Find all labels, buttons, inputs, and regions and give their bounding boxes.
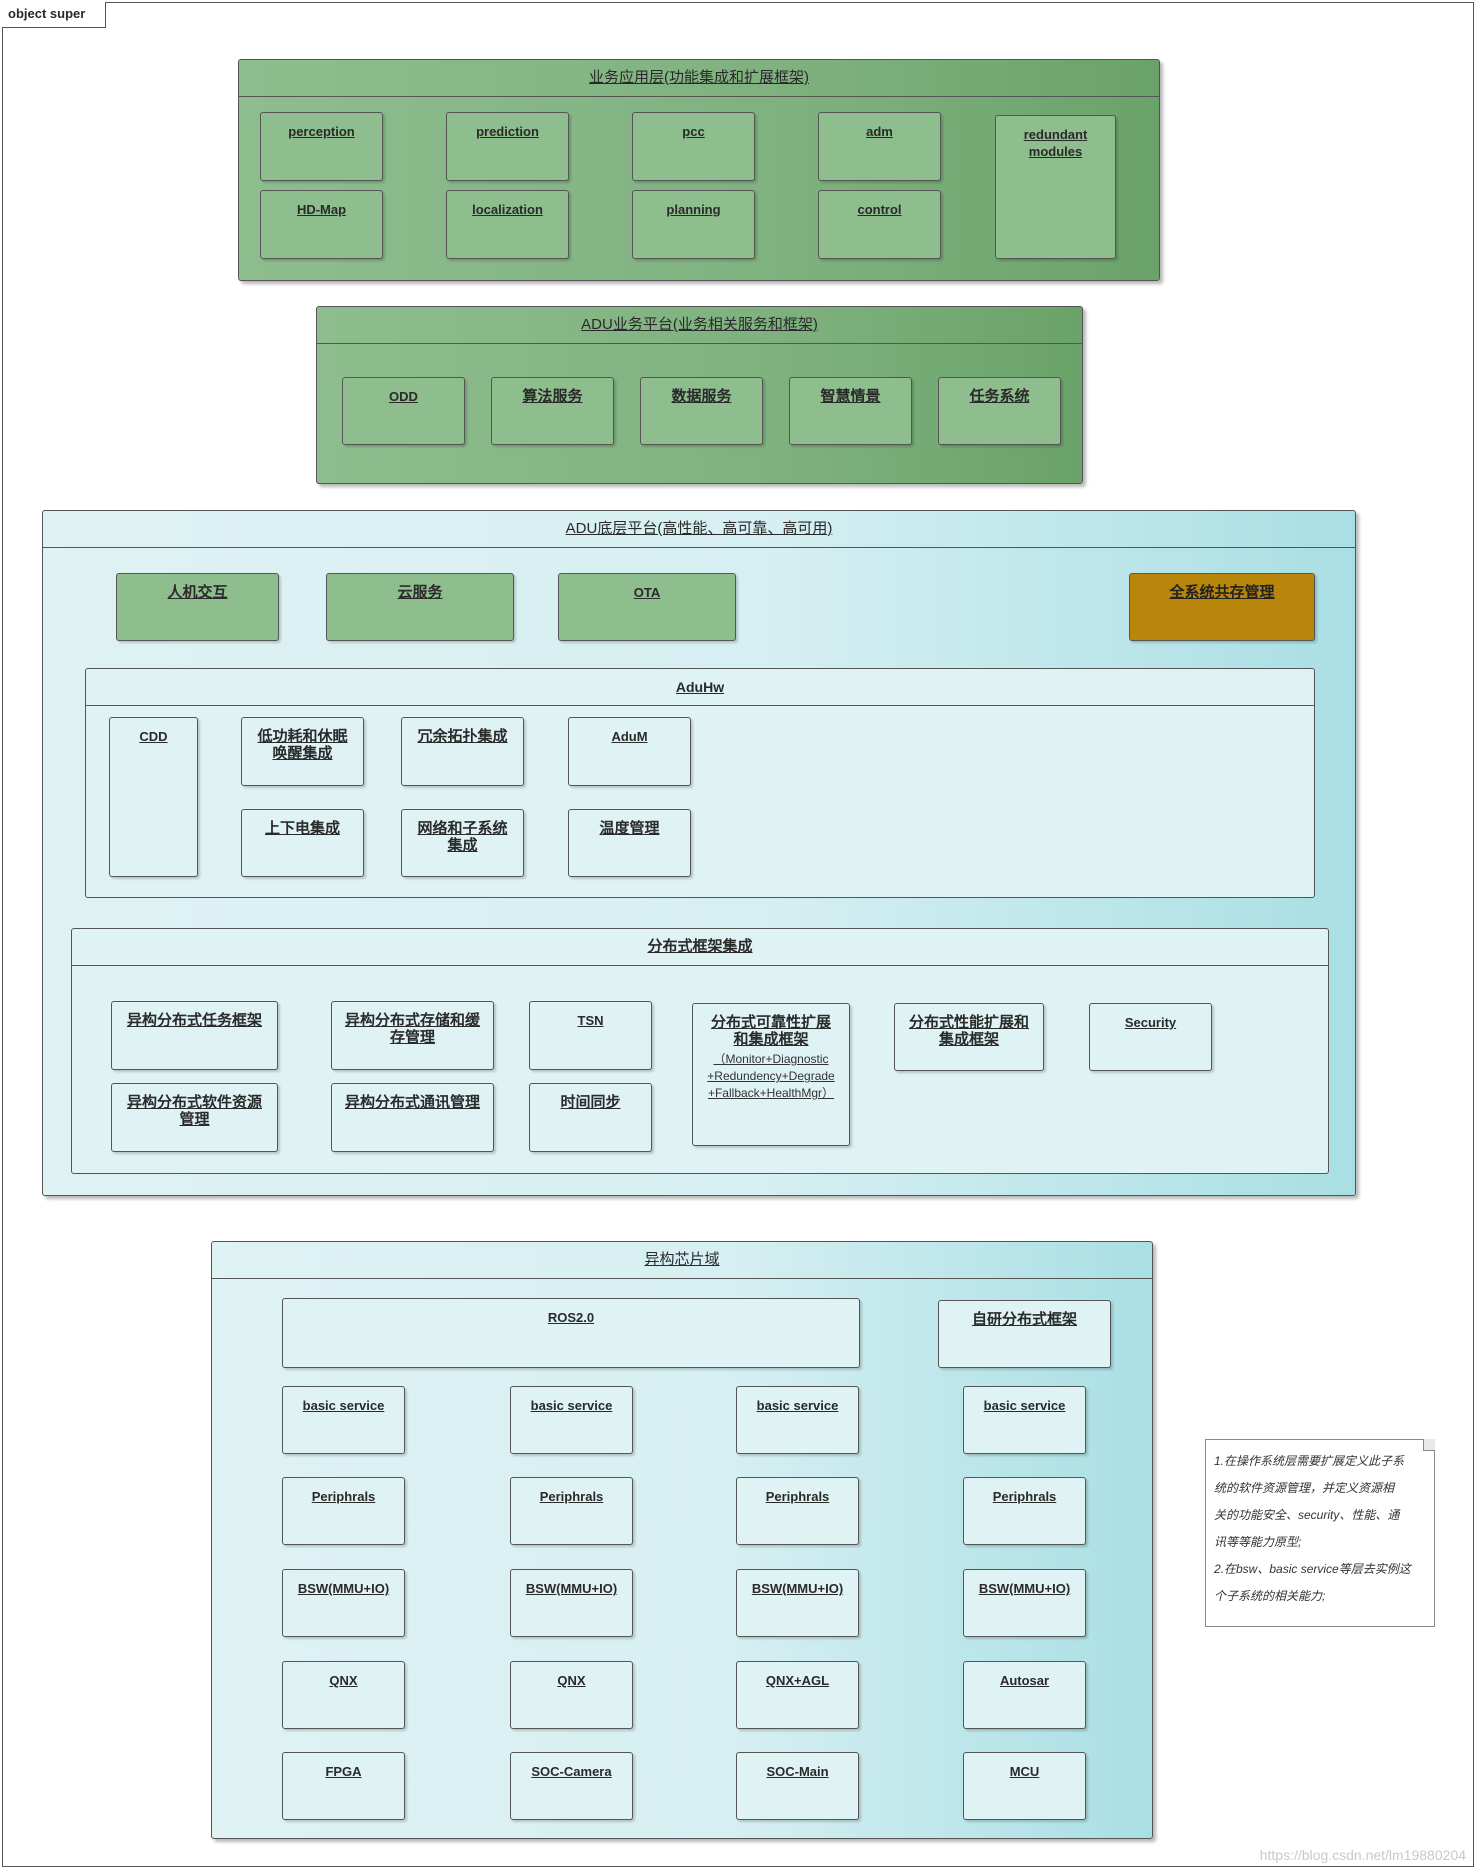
aduhw-item-low-power[interactable]: 低功耗和休眠 唤醒集成 [241,717,364,786]
dist-item-communication[interactable]: 异构分布式通讯管理 [331,1083,494,1152]
ros2-box[interactable]: ROS2.0 [282,1298,860,1368]
platform-item-task-system[interactable]: 任务系统 [938,377,1061,445]
aduhw-item-redundant-topology[interactable]: 冗余拓扑集成 [401,717,524,786]
app-item-perception[interactable]: perception [260,112,383,181]
chip-c2-hardware[interactable]: SOC-Camera [510,1752,633,1820]
chip-c2-basic-service[interactable]: basic service [510,1386,633,1454]
chip-c4-hardware[interactable]: MCU [963,1752,1086,1820]
dist-reliability-detail: （Monitor+Diagnostic +Redundency+Degrade … [707,1052,835,1100]
note-line: 讯等等能力原型; [1214,1535,1302,1549]
self-dist-framework-box[interactable]: 自研分布式框架 [938,1300,1111,1368]
note-box: 1.在操作系统层需要扩展定义此子系 统的软件资源管理，并定义资源相 关的功能安全… [1205,1439,1435,1627]
dist-item-tsn[interactable]: TSN [529,1001,652,1070]
app-item-hd-map[interactable]: HD-Map [260,190,383,259]
note-line: 统的软件资源管理，并定义资源相 [1214,1481,1395,1495]
base-item-hmi[interactable]: 人机交互 [116,573,279,641]
platform-item-smart-scene[interactable]: 智慧情景 [789,377,912,445]
aduhw-title: AduHw [86,669,1314,706]
distributed-framework-title: 分布式框架集成 [72,929,1328,966]
app-layer-title: 业务应用层(功能集成和扩展框架) [239,60,1159,97]
chip-c4-bsw[interactable]: BSW(MMU+IO) [963,1569,1086,1637]
aduhw-item-thermal[interactable]: 温度管理 [568,809,691,877]
chip-c4-peripherals[interactable]: Periphrals [963,1477,1086,1545]
platform-item-odd[interactable]: ODD [342,377,465,445]
chip-c3-peripherals[interactable]: Periphrals [736,1477,859,1545]
dist-item-time-sync[interactable]: 时间同步 [529,1083,652,1152]
aduhw-item-adum[interactable]: AduM [568,717,691,786]
base-item-ota[interactable]: OTA [558,573,736,641]
dist-item-performance[interactable]: 分布式性能扩展和 集成框架 [894,1003,1044,1071]
chip-c1-peripherals[interactable]: Periphrals [282,1477,405,1545]
chip-c1-bsw[interactable]: BSW(MMU+IO) [282,1569,405,1637]
aduhw-item-cdd[interactable]: CDD [109,717,198,877]
watermark: https://blog.csdn.net/lm19880204 [1259,1847,1466,1863]
note-line: 2.在bsw、basic service等层去实例这 [1214,1562,1411,1576]
dist-item-task-framework[interactable]: 异构分布式任务框架 [111,1001,278,1070]
note-line: 个子系统的相关能力; [1214,1589,1326,1603]
app-item-adm[interactable]: adm [818,112,941,181]
frame-label: object super [2,2,106,28]
dist-item-software-resource[interactable]: 异构分布式软件资源 管理 [111,1083,278,1152]
chip-c3-os[interactable]: QNX+AGL [736,1661,859,1729]
aduhw-item-network-subsystem[interactable]: 网络和子系统 集成 [401,809,524,877]
app-item-prediction[interactable]: prediction [446,112,569,181]
chip-domain-title: 异构芯片域 [212,1242,1152,1279]
chip-c1-os[interactable]: QNX [282,1661,405,1729]
platform-item-algorithm[interactable]: 算法服务 [491,377,614,445]
app-item-localization[interactable]: localization [446,190,569,259]
platform-item-data[interactable]: 数据服务 [640,377,763,445]
note-line: 关的功能安全、security、性能、通 [1214,1508,1400,1522]
chip-c2-bsw[interactable]: BSW(MMU+IO) [510,1569,633,1637]
note-line: 1.在操作系统层需要扩展定义此子系 [1214,1454,1405,1468]
base-platform-title: ADU底层平台(高性能、高可靠、高可用) [43,511,1355,548]
chip-c2-os[interactable]: QNX [510,1661,633,1729]
dist-item-reliability[interactable]: 分布式可靠性扩展 和集成框架 （Monitor+Diagnostic +Redu… [692,1003,850,1146]
base-item-cloud[interactable]: 云服务 [326,573,514,641]
app-item-redundant-modules[interactable]: redundant modules [995,115,1116,259]
app-item-planning[interactable]: planning [632,190,755,259]
dist-reliability-title: 分布式可靠性扩展 和集成框架 [710,1014,831,1048]
dist-item-security[interactable]: Security [1089,1003,1212,1071]
chip-c1-hardware[interactable]: FPGA [282,1752,405,1820]
app-item-control[interactable]: control [818,190,941,259]
platform-title: ADU业务平台(业务相关服务和框架) [317,307,1082,344]
chip-c2-peripherals[interactable]: Periphrals [510,1477,633,1545]
shared-management-box[interactable]: 全系统共存管理 [1129,573,1315,641]
chip-c1-basic-service[interactable]: basic service [282,1386,405,1454]
chip-c4-basic-service[interactable]: basic service [963,1386,1086,1454]
dist-item-storage-cache[interactable]: 异构分布式存储和缓 存管理 [331,1001,494,1070]
chip-c3-hardware[interactable]: SOC-Main [736,1752,859,1820]
chip-c3-bsw[interactable]: BSW(MMU+IO) [736,1569,859,1637]
aduhw-item-power-onoff[interactable]: 上下电集成 [241,809,364,877]
chip-c4-os[interactable]: Autosar [963,1661,1086,1729]
app-item-pcc[interactable]: pcc [632,112,755,181]
chip-c3-basic-service[interactable]: basic service [736,1386,859,1454]
note-fold-corner [1423,1439,1435,1451]
